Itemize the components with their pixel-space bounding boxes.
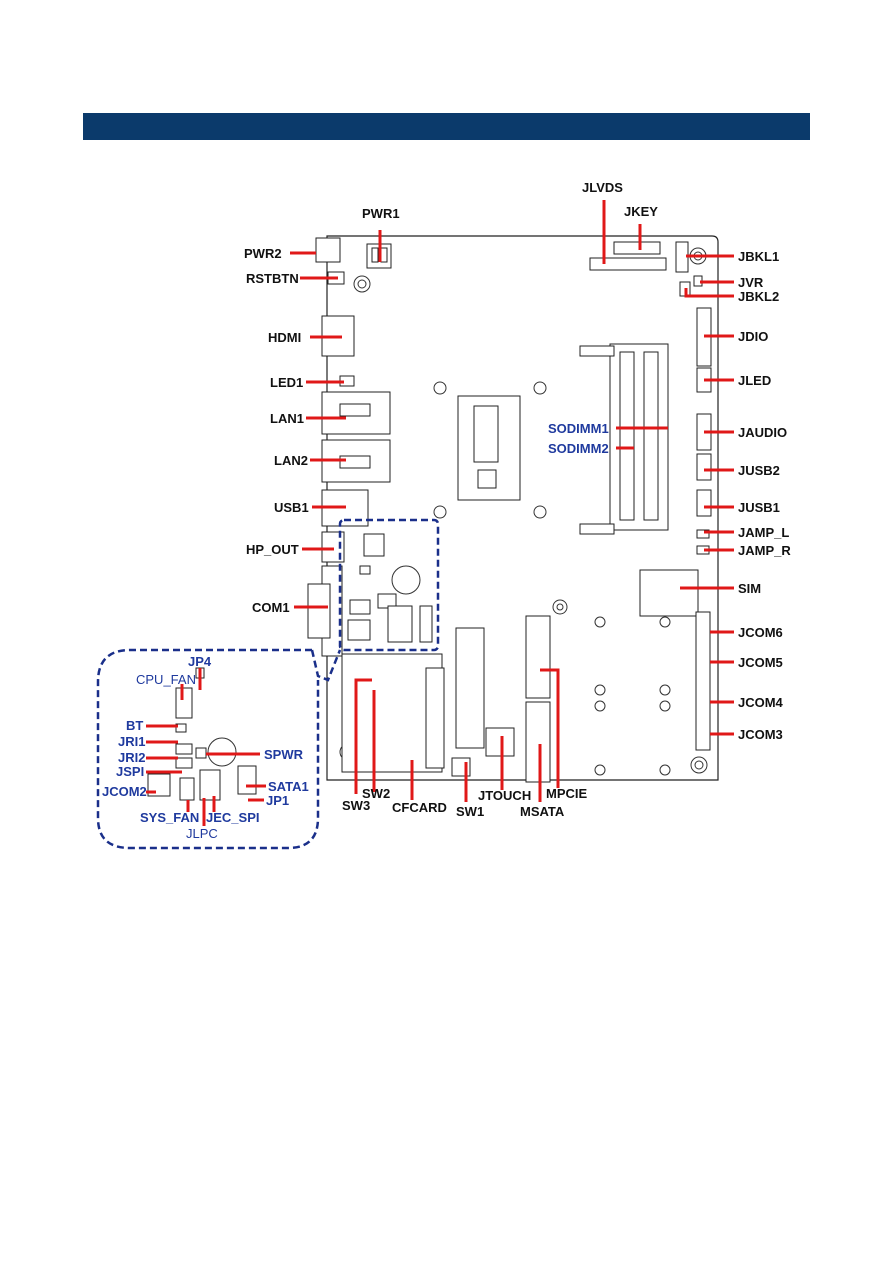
label-jcom2: JCOM2 (102, 784, 147, 799)
blue-labels: SODIMM1 SODIMM2 JP4 CPU_FAN BT JRI1 JRI2… (102, 421, 609, 841)
board-labels: PWR1 PWR2 RSTBTN HDMI LED1 LAN1 LAN2 USB… (244, 180, 791, 819)
top-connectors (589, 241, 703, 297)
label-sw2: SW2 (362, 786, 390, 801)
label-bt: BT (126, 718, 143, 733)
label-jri1: JRI1 (118, 734, 145, 749)
label-jcom4: JCOM4 (738, 695, 784, 710)
label-lan2: LAN2 (274, 453, 308, 468)
label-pwr2: PWR2 (244, 246, 282, 261)
label-jvr: JVR (738, 275, 764, 290)
label-hp-out: HP_OUT (246, 542, 299, 557)
callout-bubble (96, 648, 342, 850)
sodimm-slots (579, 343, 669, 535)
label-sw1: SW1 (456, 804, 484, 819)
label-jri2: JRI2 (118, 750, 145, 765)
callout-parts (147, 667, 257, 801)
label-usb1: USB1 (274, 500, 309, 515)
zoom-area (338, 518, 440, 652)
rear-io-connectors (307, 237, 392, 657)
label-jled: JLED (738, 373, 771, 388)
label-cpu-fan: CPU_FAN (136, 672, 196, 687)
label-jdio: JDIO (738, 329, 768, 344)
label-sw3: SW3 (342, 798, 370, 813)
label-sim: SIM (738, 581, 761, 596)
label-pwr1: PWR1 (362, 206, 400, 221)
label-jlpc: JLPC (186, 826, 218, 841)
section-header-bar (83, 113, 810, 140)
label-jcom5: JCOM5 (738, 655, 783, 670)
label-lan1: LAN1 (270, 411, 304, 426)
label-sodimm2: SODIMM2 (548, 441, 609, 456)
label-jp4: JP4 (188, 654, 212, 669)
label-jspi: JSPI (116, 764, 144, 779)
label-rstbtn: RSTBTN (246, 271, 299, 286)
label-mpcie: MPCIE (546, 786, 588, 801)
label-jlvds: JLVDS (582, 180, 623, 195)
label-cfcard: CFCARD (392, 800, 447, 815)
label-spwr: SPWR (264, 747, 304, 762)
label-jbkl1: JBKL1 (738, 249, 779, 264)
label-jtouch: JTOUCH (478, 788, 531, 803)
cpu-package (457, 395, 521, 501)
label-jkey: JKEY (624, 204, 658, 219)
label-jbkl2: JBKL2 (738, 289, 779, 304)
label-led1: LED1 (270, 375, 303, 390)
label-jamp-r: JAMP_R (738, 543, 791, 558)
label-jec-spi: JEC_SPI (206, 810, 259, 825)
label-jusb2: JUSB2 (738, 463, 780, 478)
label-sys-fan: SYS_FAN (140, 810, 199, 825)
label-sata1: SATA1 (268, 779, 309, 794)
label-jcom3: JCOM3 (738, 727, 783, 742)
label-msata: MSATA (520, 804, 565, 819)
label-jp1: JP1 (266, 793, 289, 808)
label-jcom6: JCOM6 (738, 625, 783, 640)
bottom-connectors (341, 615, 551, 783)
label-hdmi: HDMI (268, 330, 301, 345)
label-sodimm1: SODIMM1 (548, 421, 609, 436)
zoom-area-parts (347, 533, 433, 643)
label-jamp-l: JAMP_L (738, 525, 789, 540)
label-com1: COM1 (252, 600, 290, 615)
label-jusb1: JUSB1 (738, 500, 780, 515)
leader-lines (146, 200, 734, 826)
label-jaudio: JAUDIO (738, 425, 787, 440)
